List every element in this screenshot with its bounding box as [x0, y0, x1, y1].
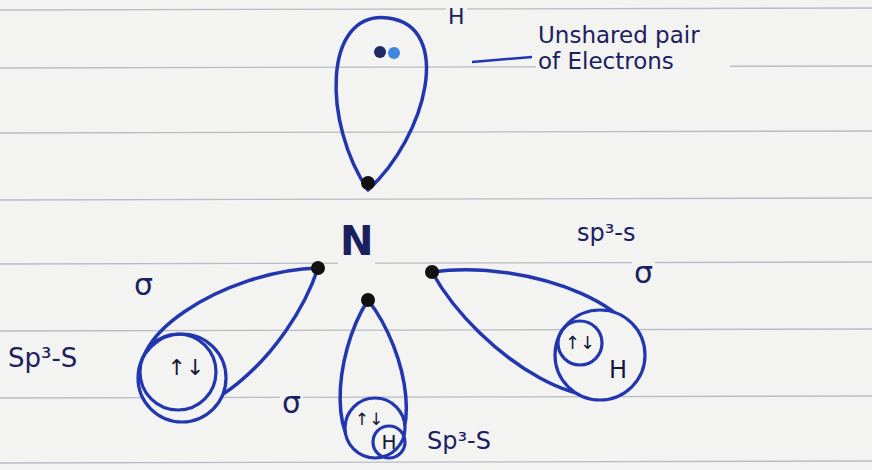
lone-pair-lobe: [336, 18, 426, 190]
circle-outline: [552, 307, 648, 403]
electron-dots: [311, 46, 439, 307]
bond-symbol: σ: [132, 268, 155, 303]
leader-line: [472, 57, 532, 62]
atom-symbol: H: [381, 432, 396, 453]
overlap-label: Sp³-S: [6, 344, 79, 374]
overlap-label: sp³-s: [575, 220, 638, 248]
note-text: Unshared pair of Electrons: [536, 22, 730, 75]
atom-symbol: H: [609, 358, 627, 383]
orbital-circle: ↑↓ H: [552, 307, 648, 403]
bond-symbol: σ: [280, 386, 303, 421]
atom-label: N: [338, 218, 375, 264]
electron-pair: ↑↓: [565, 334, 595, 353]
ruled-lines: [0, 8, 872, 463]
atom-label: H: [446, 4, 467, 29]
orbital-circle: ↑↓ H: [342, 395, 408, 461]
bond-symbol: σ: [632, 256, 655, 291]
electron-pair: ↑↓: [168, 356, 205, 379]
electron-pair: ↑↓: [355, 411, 384, 429]
overlap-label: Sp³-S: [425, 428, 493, 456]
orbital-circle: ↑↓: [135, 331, 229, 425]
